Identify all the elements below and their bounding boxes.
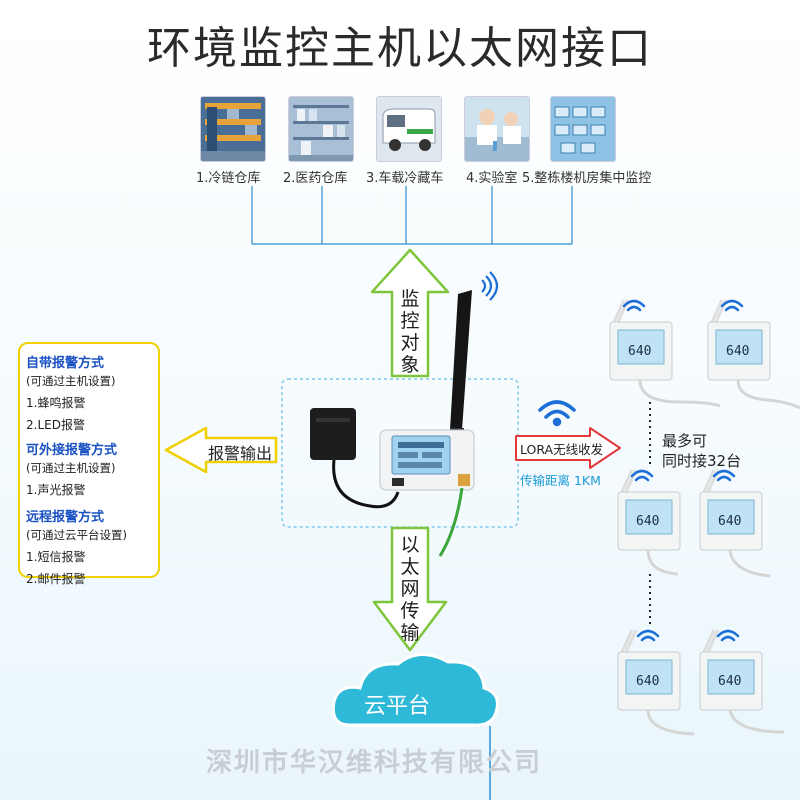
builtin-alarm-note: (可通过主机设置) (26, 374, 116, 388)
antenna-icon (450, 290, 472, 438)
sensor-reading: 640 (718, 514, 742, 529)
monitor-target-char: 控 (400, 310, 420, 332)
sensor-reading: 640 (636, 514, 660, 529)
app-label-pharmacy: 2.医药仓库 (283, 171, 348, 186)
ethernet-label-char: 太 (400, 556, 420, 578)
server-room-icon (550, 96, 616, 162)
sensor-device-icon (699, 629, 785, 734)
app-label-laboratory: 4.实验室 (466, 171, 518, 186)
sensor-devices (609, 299, 800, 736)
builtin-alarm-item: 2.LED报警 (26, 418, 85, 432)
lora-arrow (515, 427, 621, 469)
app-thumb-pharmacy (288, 96, 354, 162)
monitor-target-char: 象 (400, 354, 420, 376)
laboratory-icon (464, 96, 530, 162)
cloud-platform-label: 云平台 (364, 694, 431, 719)
ethernet-label-char: 传 (400, 600, 420, 622)
sensor-wifi-icon (622, 299, 646, 312)
sensor-device-icon (609, 299, 721, 408)
host-wifi-icon (481, 271, 499, 301)
sensor-wifi-icon (720, 299, 744, 312)
remote-alarm-item: 2.邮件报警 (26, 572, 86, 586)
external-alarm-title: 可外接报警方式 (26, 443, 118, 458)
sensor-device-icon (707, 299, 800, 410)
sensor-wifi-icon (716, 629, 740, 642)
builtin-alarm-item: 1.蜂鸣报警 (26, 396, 86, 410)
app-label-truck: 3.车载冷藏车 (366, 171, 444, 186)
app-thumb-truck (376, 96, 442, 162)
sensor-device-icon (617, 469, 681, 576)
external-alarm-note: (可通过主机设置) (26, 461, 116, 475)
sensor-wifi-icon (630, 469, 654, 482)
ethernet-label-char: 以 (400, 534, 420, 556)
sensor-wifi-icon (712, 469, 736, 482)
max-devices-line1: 最多可 (662, 432, 708, 450)
alarm-methods-panel: 自带报警方式 (可通过主机设置) 1.蜂鸣报警 2.LED报警 可外接报警方式 … (18, 342, 160, 586)
pharmacy-warehouse-icon (288, 96, 354, 162)
ethernet-label-char: 输 (400, 622, 420, 644)
page-title: 环境监控主机以太网接口 (147, 23, 653, 74)
app-label-cold-chain: 1.冷链仓库 (196, 171, 261, 186)
external-alarm-item: 1.声光报警 (26, 483, 86, 497)
sensor-reading: 640 (718, 674, 742, 689)
lora-wifi-icon (538, 400, 576, 427)
builtin-alarm-title: 自带报警方式 (26, 356, 105, 371)
application-bracket-lines (251, 186, 573, 245)
sensor-reading: 640 (628, 344, 652, 359)
max-devices-line2: 同时接32台 (662, 452, 742, 470)
ethernet-cable (438, 487, 464, 557)
sensor-wifi-icon (636, 629, 660, 642)
monitor-target-char: 监 (400, 288, 420, 310)
sensor-device-icon (699, 469, 771, 578)
company-watermark: 深圳市华汉维科技有限公司 (206, 748, 543, 778)
monitor-target-char: 对 (400, 332, 420, 354)
ethernet-arrow (372, 526, 448, 652)
app-label-server-room: 5.整栋楼机房集中监控 (522, 171, 652, 186)
alarm-output-label: 报警输出 (208, 444, 273, 463)
app-thumb-laboratory (464, 96, 530, 162)
ethernet-label: 以 太 网 传 输 (398, 534, 422, 644)
sensor-device-icon (617, 629, 695, 736)
app-thumb-server-room (550, 96, 616, 162)
monitor-target-arrow (370, 248, 450, 378)
sensor-reading: 640 (726, 344, 750, 359)
alarm-output-arrow (164, 426, 278, 474)
cloud-icon (331, 653, 499, 727)
host-device-icon (379, 429, 475, 491)
refrigerated-truck-icon (376, 96, 442, 162)
monitor-target-label: 监 控 对 象 (398, 288, 422, 376)
lora-label: LORA无线收发 (520, 442, 604, 457)
cold-chain-warehouse-icon (200, 96, 266, 162)
sensor-reading: 640 (636, 674, 660, 689)
distance-label: 传输距离 1KM (520, 473, 601, 488)
remote-alarm-title: 远程报警方式 (26, 510, 105, 525)
power-adapter-icon (310, 408, 400, 509)
remote-alarm-note: (可通过云平台设置) (26, 528, 127, 542)
ethernet-label-char: 网 (400, 578, 420, 600)
app-thumb-cold-chain (200, 96, 266, 162)
remote-alarm-item: 1.短信报警 (26, 550, 86, 564)
